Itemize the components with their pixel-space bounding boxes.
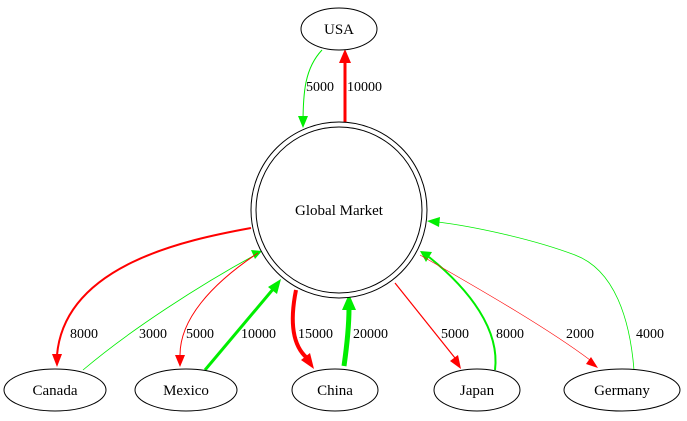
edge-label-germany-import: 2000 — [566, 327, 594, 342]
edge-japan-to-market-tip — [420, 251, 432, 262]
edge-market-to-japan-tip — [450, 355, 461, 369]
node-mexico: Mexico — [134, 368, 238, 412]
edge-label-china-import: 15000 — [298, 327, 333, 342]
edge-market-to-mexico-tip — [175, 355, 185, 367]
edge-mexico-to-market — [203, 287, 276, 371]
edge-label-mexico-export: 10000 — [241, 327, 276, 342]
edge-japan-to-market — [428, 256, 497, 371]
node-label-germany: Germany — [594, 383, 650, 399]
node-canada: Canada — [3, 368, 107, 412]
edge-label-japan-import: 5000 — [441, 327, 469, 342]
edge-market-to-mexico — [179, 252, 259, 356]
edge-market-to-china — [290, 289, 309, 360]
edge-label-china-export: 20000 — [353, 327, 388, 342]
edge-usa-to-market — [302, 49, 323, 125]
edge-market-to-germany-tip — [586, 357, 598, 368]
edge-china-to-market-tip — [342, 294, 356, 310]
node-usa: USA — [300, 7, 378, 51]
edge-canada-to-market — [82, 254, 256, 371]
edge-mexico-to-market-tip — [268, 279, 281, 294]
edge-market-to-canada — [56, 227, 252, 356]
edge-usa-to-market-tip — [298, 116, 308, 128]
node-germany: Germany — [563, 368, 681, 412]
node-label-canada: Canada — [33, 383, 78, 399]
node-china: China — [291, 368, 379, 412]
edge-market-to-usa-tip — [339, 49, 351, 63]
edge-label-canada-import: 8000 — [70, 327, 98, 342]
edge-label-usa-export: 5000 — [306, 80, 334, 95]
node-label-usa: USA — [324, 22, 354, 38]
edge-market-to-germany — [419, 254, 591, 361]
edge-market-to-china-tip — [301, 353, 314, 369]
node-label-global-market: Global Market — [295, 203, 384, 219]
node-label-japan: Japan — [460, 383, 495, 399]
node-label-china: China — [317, 383, 353, 399]
node-japan: Japan — [433, 368, 521, 412]
edge-label-canada-export: 3000 — [139, 327, 167, 342]
edge-china-to-market — [341, 307, 352, 367]
edge-market-to-japan — [394, 282, 456, 359]
edge-germany-to-market — [437, 221, 635, 371]
edge-germany-to-market-tip — [427, 217, 440, 227]
edge-label-usa-import: 10000 — [347, 80, 382, 95]
node-label-mexico: Mexico — [163, 383, 209, 399]
edge-label-mexico-import: 5000 — [186, 327, 214, 342]
edge-label-japan-export: 8000 — [496, 327, 524, 342]
node-global-market: Global Market — [250, 121, 428, 299]
edge-market-to-canada-tip — [52, 354, 62, 367]
edge-label-germany-export: 4000 — [636, 327, 664, 342]
